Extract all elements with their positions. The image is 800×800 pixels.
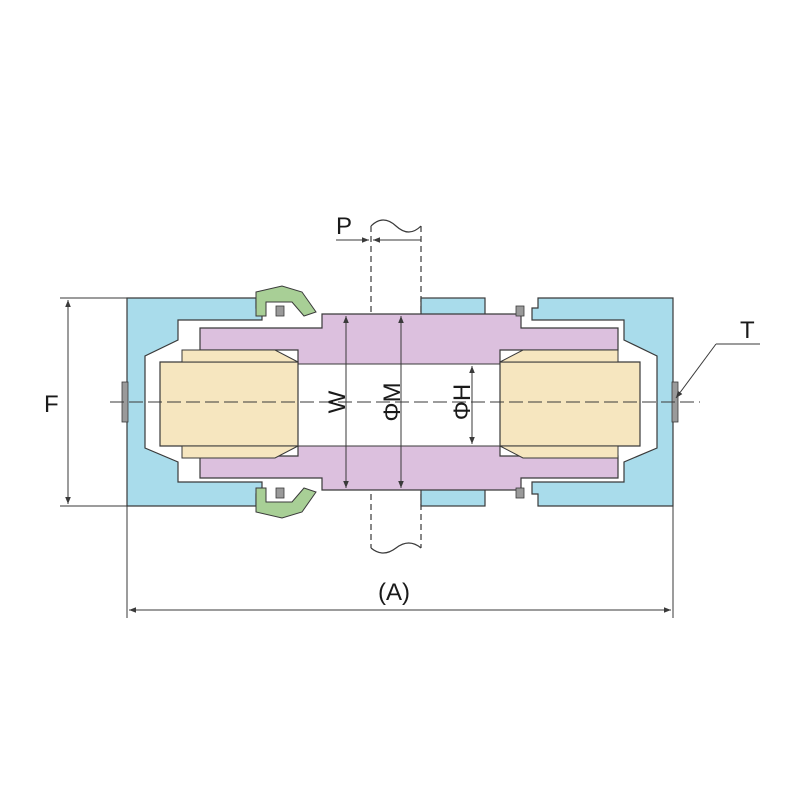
label-f: F (44, 391, 59, 418)
label-t: T (740, 317, 755, 344)
leader-t (675, 343, 760, 399)
dim-a (126, 506, 674, 618)
left-tube (159, 361, 299, 447)
label-m: ΦM (379, 382, 406, 421)
right-ferrule-bottom (499, 445, 619, 459)
right-ferrule-top (499, 349, 619, 363)
label-h: ΦH (449, 384, 476, 420)
left-gasket-bottom (255, 487, 317, 519)
right-tube (499, 361, 641, 447)
left-ferrule-bottom (181, 445, 299, 459)
label-p: P (336, 213, 352, 240)
label-w: W (324, 390, 351, 413)
dim-f (60, 297, 127, 507)
left-gasket-top (255, 285, 317, 317)
left-ferrule-top (181, 349, 299, 363)
label-a: (A) (378, 579, 410, 606)
right-nut (531, 297, 674, 507)
